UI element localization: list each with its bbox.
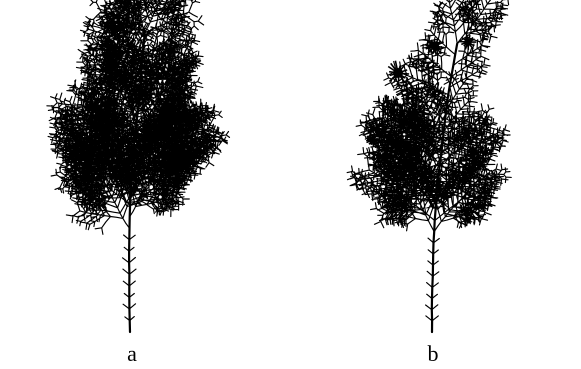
panel-b-label: b bbox=[418, 342, 448, 366]
panel-b: b bbox=[290, 0, 581, 369]
branches bbox=[47, 0, 230, 320]
branching-plant-with-flower-heads-icon bbox=[290, 0, 581, 340]
panel-a: a bbox=[0, 0, 290, 369]
panel-a-label: a bbox=[117, 342, 147, 366]
branching-plant-icon bbox=[0, 0, 290, 340]
